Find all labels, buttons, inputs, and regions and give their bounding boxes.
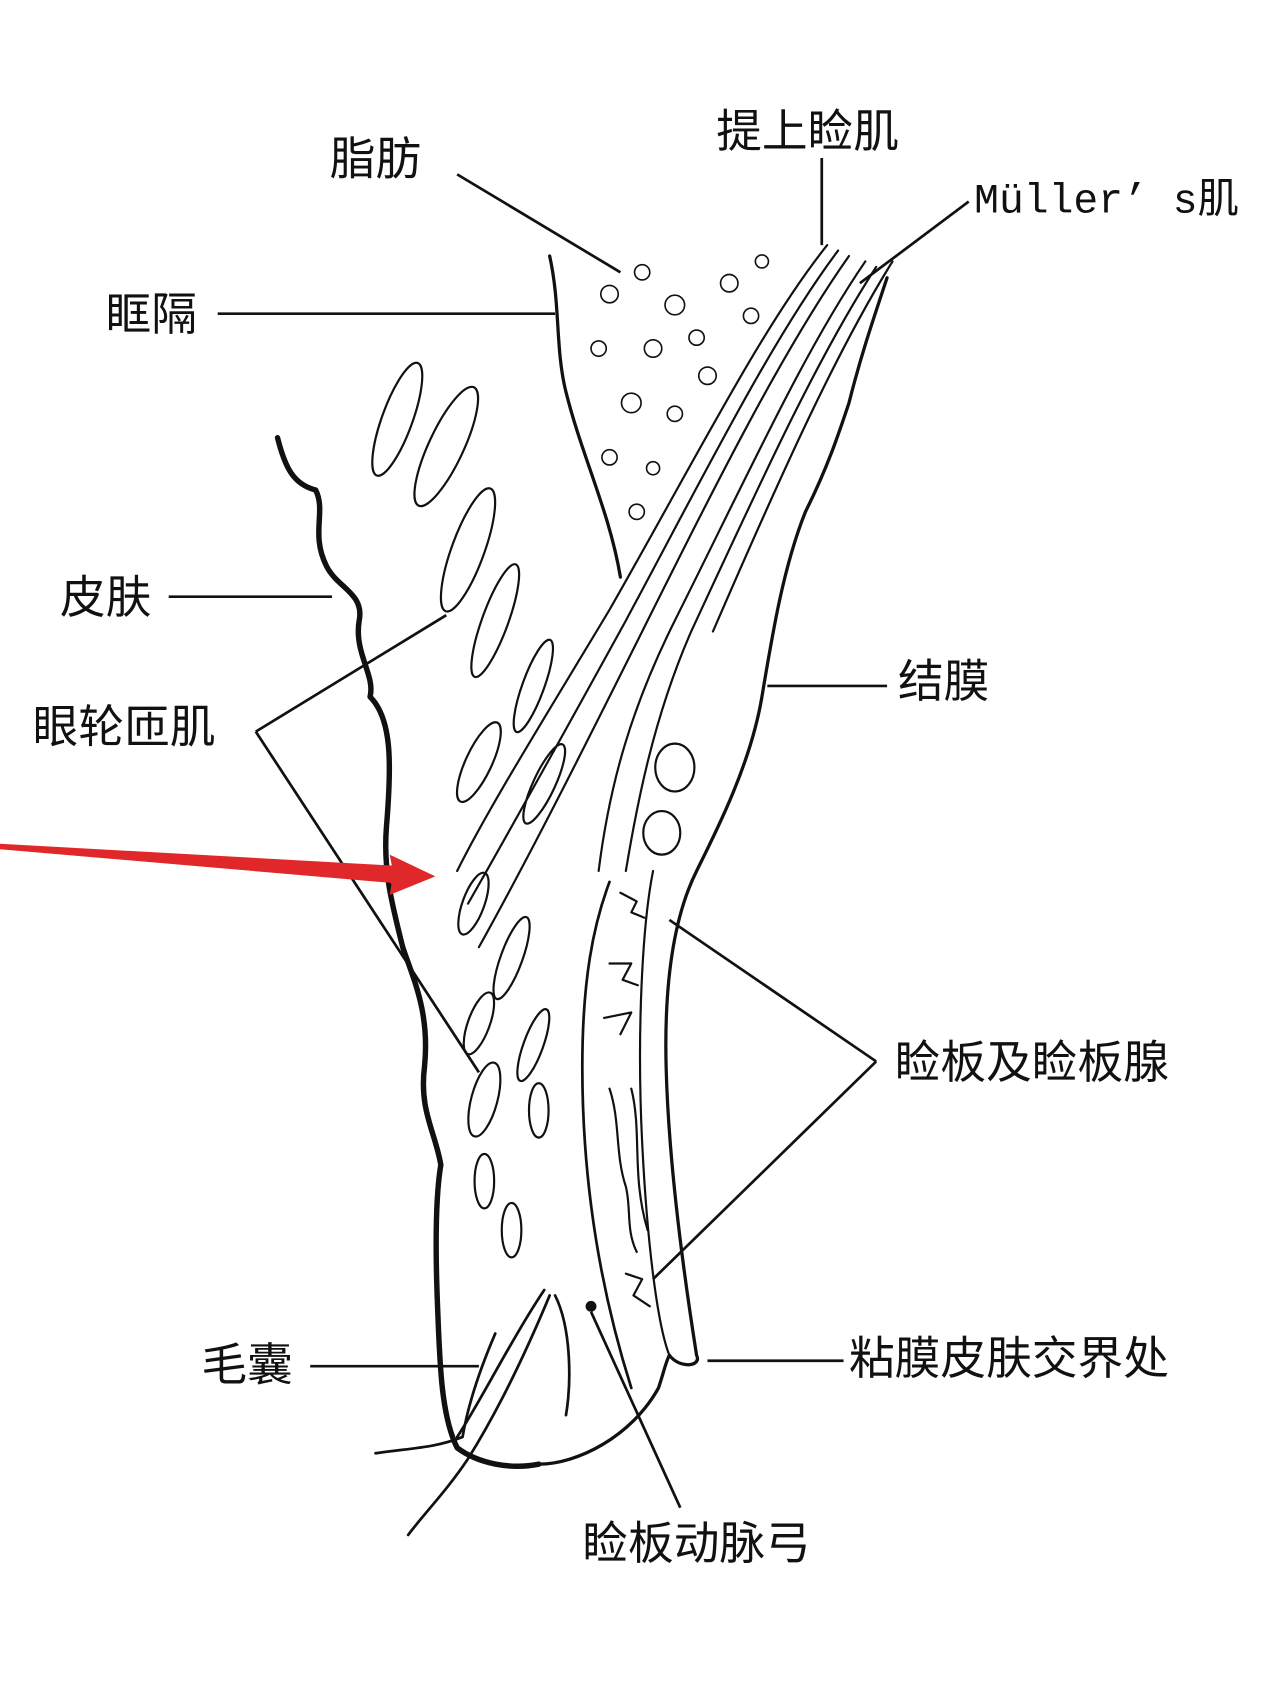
label-conjunctiva: 结膜	[898, 655, 989, 708]
fat-texture	[590, 254, 770, 521]
label-levator: 提上睑肌	[716, 105, 899, 158]
meibomian-glands	[602, 742, 696, 1308]
label-tarsus: 睑板及睑板腺	[895, 1036, 1169, 1089]
tarsus-inner	[638, 869, 671, 1357]
label-skin: 皮肤	[60, 571, 151, 624]
tarsus-outline	[580, 880, 633, 1390]
tarsal-arcade-vessel	[585, 1300, 597, 1312]
conjunctiva-line	[664, 276, 889, 1367]
label-mucocutaneous: 粘膜皮肤交界处	[849, 1332, 1169, 1385]
label-fat: 脂肪	[330, 132, 421, 185]
label-arcade: 睑板动脉弓	[582, 1517, 811, 1570]
hair-follicle	[374, 1288, 571, 1537]
label-follicle: 毛囊	[201, 1338, 292, 1391]
red-pointer-arrow	[0, 843, 436, 895]
levator-fibers	[456, 244, 894, 949]
skin-outline	[274, 435, 542, 1469]
leader-lines	[168, 158, 970, 1509]
lid-margin	[537, 1353, 672, 1466]
label-muller: Müller’ s肌	[974, 179, 1239, 225]
label-orbicularis: 眼轮匝肌	[33, 701, 216, 754]
septum-outline	[548, 254, 623, 579]
label-septum: 眶隔	[106, 288, 197, 341]
orbicularis-bundles	[371, 361, 567, 1259]
